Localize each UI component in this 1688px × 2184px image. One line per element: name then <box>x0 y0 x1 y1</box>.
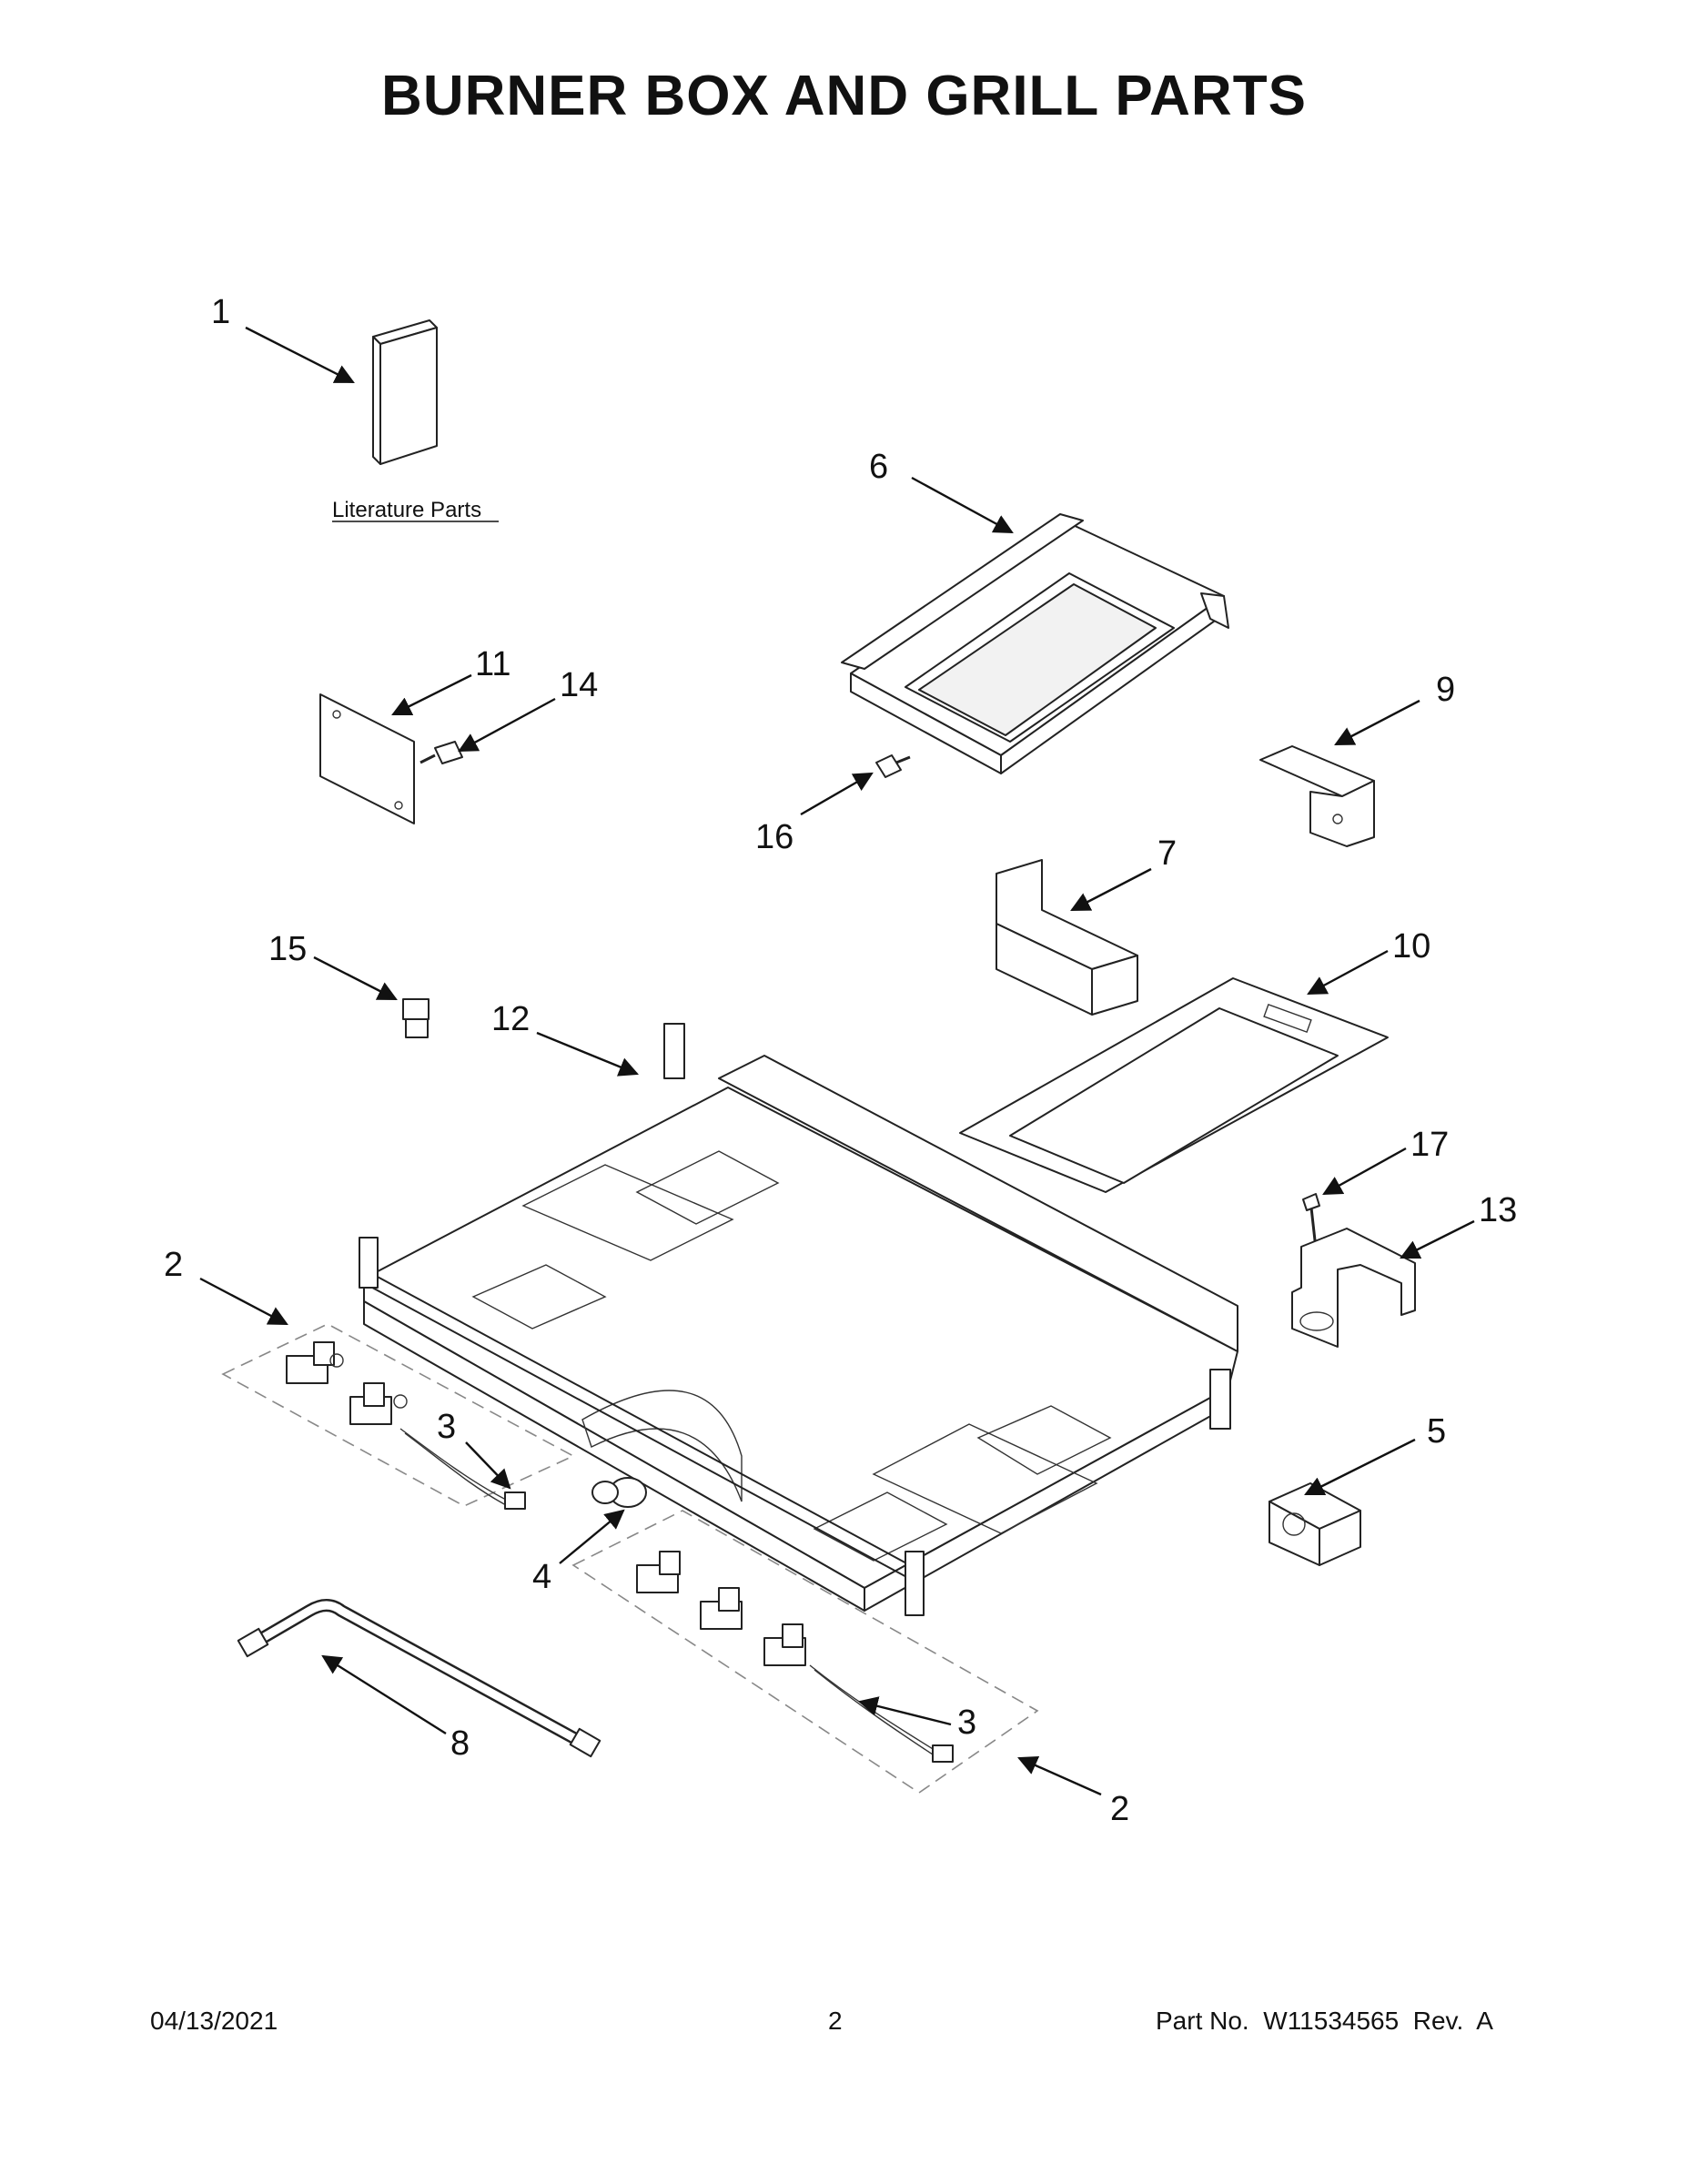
part-7-deflector <box>996 859 1138 1016</box>
part-4-fitting <box>591 1481 619 1504</box>
callout-1: 1 <box>211 293 230 331</box>
callout-17: 17 <box>1410 1126 1449 1164</box>
part-2-valves-left <box>286 1341 408 1425</box>
part-3-harness-left <box>399 1428 526 1510</box>
callout-2-left: 2 <box>164 1246 183 1284</box>
callout-12: 12 <box>491 1000 530 1038</box>
footer-date: 04/13/2021 <box>150 2007 278 2035</box>
part-13-bracket <box>1291 1228 1416 1348</box>
part-16-screw <box>875 754 911 778</box>
callout-arrows <box>199 326 1475 1796</box>
callout-11: 11 <box>475 645 510 683</box>
callout-7: 7 <box>1157 834 1177 873</box>
part-9-bracket <box>1259 745 1375 847</box>
literature-parts-label: Literature Parts <box>332 498 481 522</box>
part-6-grill-tray <box>841 513 1229 774</box>
part-5-module <box>1269 1482 1361 1566</box>
callout-6: 6 <box>869 448 888 486</box>
page-title: BURNER BOX AND GRILL PARTS <box>381 65 1307 127</box>
part-12-burner-box <box>359 1023 1238 1616</box>
part-15-fitting <box>402 998 430 1038</box>
callout-3-right: 3 <box>957 1704 976 1742</box>
part-14-screw <box>419 741 463 764</box>
footer-page-number: 2 <box>828 2007 843 2035</box>
part-11-bracket <box>319 693 415 824</box>
callout-2-right: 2 <box>1110 1790 1129 1828</box>
callout-4: 4 <box>532 1558 551 1596</box>
part-1-literature <box>372 319 438 465</box>
callout-14: 14 <box>560 666 598 704</box>
callout-9: 9 <box>1436 671 1455 709</box>
part-3-harness-right <box>809 1664 954 1763</box>
callout-10: 10 <box>1392 927 1430 966</box>
callout-13: 13 <box>1479 1191 1517 1229</box>
footer-part-number: Part No. W11534565 Rev. A <box>1156 2007 1493 2035</box>
callout-5: 5 <box>1427 1412 1446 1451</box>
callout-16: 16 <box>755 818 793 856</box>
part-2-valves-right <box>636 1551 806 1666</box>
part-10-drip-pan <box>959 977 1389 1193</box>
callout-15: 15 <box>268 930 307 968</box>
callout-8: 8 <box>450 1724 470 1763</box>
part-8-gas-tube <box>237 1599 601 1758</box>
callout-3-left: 3 <box>437 1408 456 1446</box>
